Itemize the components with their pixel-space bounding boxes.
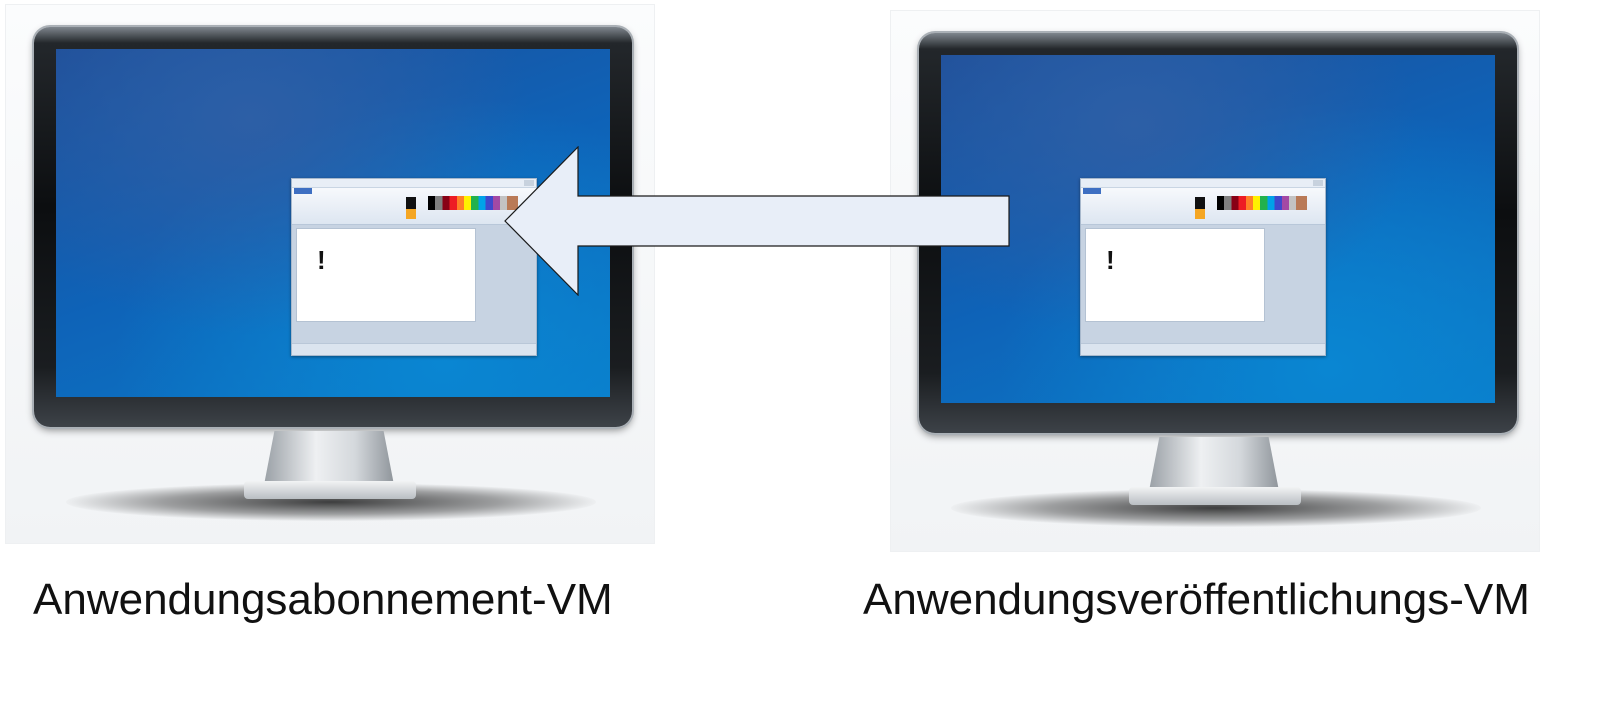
color-swatch-black bbox=[1195, 197, 1205, 209]
paint-canvas: ! bbox=[296, 228, 476, 322]
paint-window-icon: ! bbox=[291, 178, 537, 356]
color-swatch-orange bbox=[406, 209, 416, 219]
monitor-stand-base bbox=[244, 481, 416, 499]
arrow-shape bbox=[504, 146, 1010, 296]
close-icon bbox=[524, 180, 534, 186]
color-palette bbox=[428, 196, 518, 210]
paint-file-tab bbox=[1083, 188, 1101, 194]
canvas-glyph: ! bbox=[317, 245, 326, 275]
monitor-bezel: ! bbox=[919, 33, 1517, 433]
arrow-left-icon bbox=[504, 146, 1010, 296]
paint-statusbar bbox=[1081, 343, 1325, 355]
subscriber-vm-label: Anwendungsabonnement-VM bbox=[33, 575, 613, 624]
publisher-vm-monitor: ! bbox=[890, 10, 1540, 552]
paint-file-tab bbox=[294, 188, 312, 194]
close-icon bbox=[1313, 180, 1323, 186]
monitor-stand-neck bbox=[1149, 437, 1279, 491]
monitor-screen: ! bbox=[941, 55, 1495, 403]
monitor-stand-neck bbox=[264, 431, 394, 485]
color-swatch-black bbox=[406, 197, 416, 209]
paint-titlebar bbox=[292, 179, 536, 188]
paint-titlebar bbox=[1081, 179, 1325, 188]
canvas-glyph: ! bbox=[1106, 245, 1115, 275]
paint-canvas: ! bbox=[1085, 228, 1265, 322]
monitor-stand-base bbox=[1129, 487, 1301, 505]
color-swatch-orange bbox=[1195, 209, 1205, 219]
color-palette bbox=[1217, 196, 1307, 210]
paint-window-icon: ! bbox=[1080, 178, 1326, 356]
publisher-vm-label: Anwendungsveröffentlichungs-VM bbox=[863, 575, 1530, 624]
paint-statusbar bbox=[292, 343, 536, 355]
